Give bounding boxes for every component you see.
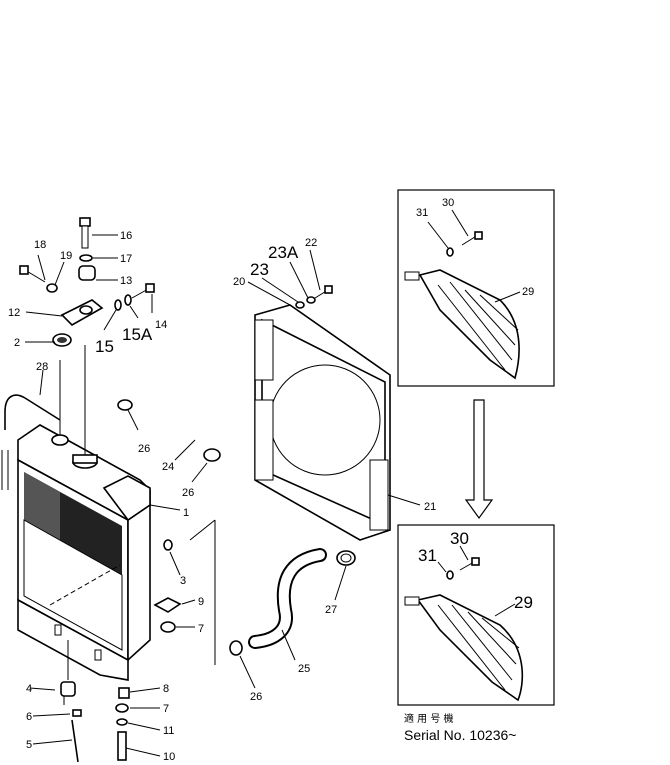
label-7-upper: 7 xyxy=(198,623,204,635)
label-29-lower: 29 xyxy=(514,593,533,612)
bottom-parts xyxy=(60,539,182,763)
label-21: 21 xyxy=(424,501,436,513)
label-3: 3 xyxy=(180,575,186,587)
label-26-mid: 26 xyxy=(182,487,194,499)
label-5: 5 xyxy=(26,739,32,751)
label-30-lower: 30 xyxy=(450,529,469,548)
label-20: 20 xyxy=(233,276,245,288)
label-23: 23 xyxy=(250,260,269,279)
label-12: 12 xyxy=(8,307,20,319)
label-31-upper: 31 xyxy=(416,207,428,219)
label-11: 11 xyxy=(163,725,174,737)
label-24: 24 xyxy=(162,461,174,473)
label-7-lower: 7 xyxy=(163,703,169,715)
inset-upper xyxy=(397,189,555,387)
applicable-serial-label: 適 用 号 機 xyxy=(404,712,454,725)
part-labels: 16 17 13 18 19 12 2 28 15 15A 14 26 24 2… xyxy=(8,197,534,763)
label-15A: 15A xyxy=(122,325,153,344)
fan-shroud xyxy=(254,304,391,541)
label-18: 18 xyxy=(34,239,46,251)
inset-lower xyxy=(397,524,555,706)
label-30-upper: 30 xyxy=(442,197,454,209)
label-25: 25 xyxy=(298,663,310,675)
label-4: 4 xyxy=(26,683,32,695)
label-16: 16 xyxy=(120,230,132,242)
label-2: 2 xyxy=(14,337,20,349)
label-23A: 23A xyxy=(268,243,299,262)
label-26-upper: 26 xyxy=(138,443,150,455)
label-22: 22 xyxy=(305,237,317,249)
label-8: 8 xyxy=(163,683,169,695)
label-15: 15 xyxy=(95,337,114,356)
label-9: 9 xyxy=(198,596,204,608)
top-fittings xyxy=(19,217,155,347)
leader-lines xyxy=(25,209,521,757)
label-26-lower: 26 xyxy=(250,691,262,703)
label-28: 28 xyxy=(36,361,48,373)
label-17: 17 xyxy=(120,253,132,265)
serial-number: Serial No. 10236~ xyxy=(404,727,516,743)
direction-arrow xyxy=(464,399,494,520)
label-31-lower: 31 xyxy=(418,546,437,565)
label-19: 19 xyxy=(60,250,72,262)
label-14: 14 xyxy=(155,319,167,331)
label-13: 13 xyxy=(120,275,132,287)
label-6: 6 xyxy=(26,711,32,723)
radiator-core xyxy=(17,424,151,681)
label-10: 10 xyxy=(163,751,175,763)
label-1: 1 xyxy=(183,507,189,519)
label-29-upper: 29 xyxy=(522,286,534,298)
label-27: 27 xyxy=(325,604,337,616)
